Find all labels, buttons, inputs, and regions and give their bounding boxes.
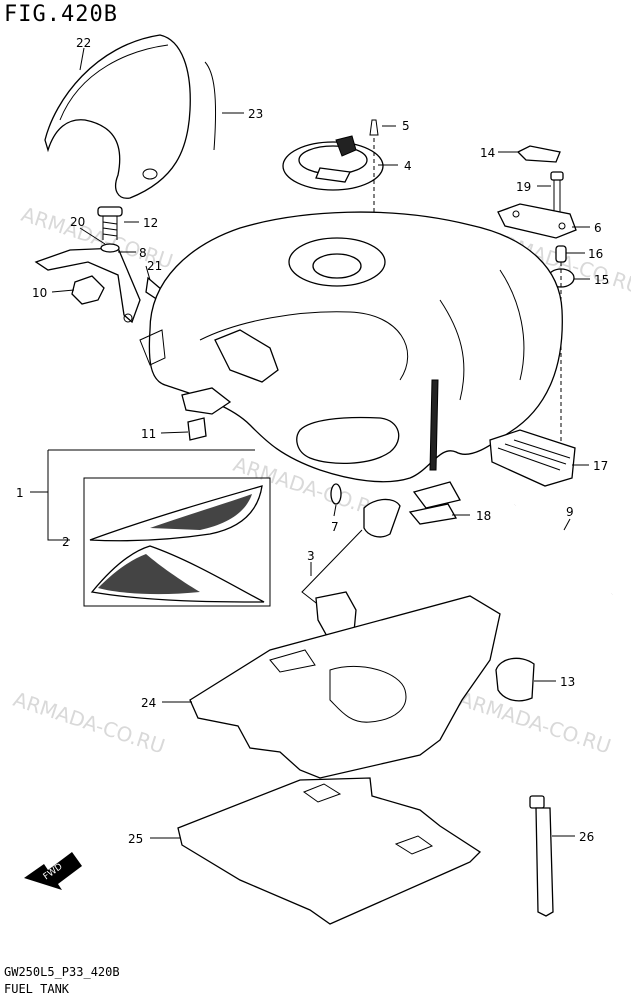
leader-lines [51,47,590,839]
callout-10: 10 [32,286,47,300]
fuel-cap-part [282,119,384,191]
callout-24: 24 [141,696,156,710]
cable-tie-part [529,795,554,917]
gasket-part [408,481,461,525]
callout-9: 9 [566,505,574,519]
callout-20: 20 [70,215,85,229]
callout-5: 5 [402,119,410,133]
callout-26: 26 [579,830,594,844]
callout-1: 1 [16,486,24,500]
plate-part [177,777,482,925]
watermark: ARMADA-CO.RU [456,687,614,759]
callout-11: 11 [141,427,156,441]
callout-16: 16 [588,247,603,261]
callout-3: 3 [307,549,315,563]
callout-8: 8 [139,246,147,260]
forward-arrow-icon: FWD [24,852,82,890]
figure-title: FIG.420B [4,2,118,27]
callout-19: 19 [516,180,531,194]
callout-25: 25 [128,832,143,846]
callout-14: 14 [480,146,495,160]
callout-17: 17 [593,459,608,473]
emblem-decal-part [83,477,271,607]
callout-4: 4 [404,159,412,173]
callout-15: 15 [594,273,609,287]
clamp-part [495,657,535,702]
callout-18: 18 [476,509,491,523]
fuel-pump-part [301,498,401,639]
callout-23: 23 [248,107,263,121]
leader-line [373,138,562,460]
callout-12: 12 [143,216,158,230]
callout-22: 22 [76,36,91,50]
hose-part [508,503,613,599]
callout-21: 21 [147,259,162,273]
trim-strip-part [204,61,217,151]
diagram-code: GW250L5_P33_420B [4,965,120,979]
callout-13: 13 [560,675,575,689]
o-ring-part [330,483,342,505]
heat-shield-part [189,595,501,779]
callout-6: 6 [594,221,602,235]
diagram-name: FUEL TANK [4,982,70,996]
seat-cowl-part [44,34,191,199]
grommet-part [187,417,207,441]
callout-bracket [30,449,255,541]
callout-2: 2 [62,535,70,549]
rubber-bumper-part [489,429,576,487]
callout-7: 7 [331,520,339,534]
